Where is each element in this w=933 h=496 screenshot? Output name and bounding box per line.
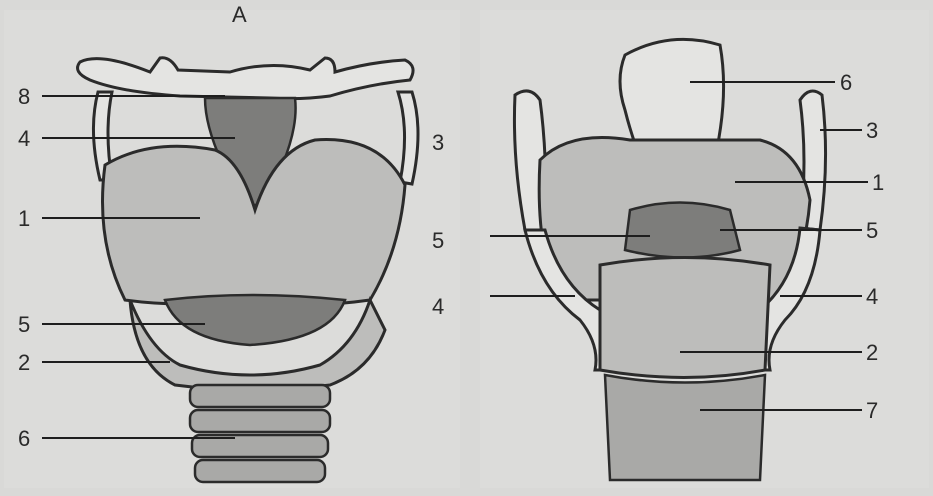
label-5: 5 (18, 312, 30, 337)
label-6: 6 (840, 70, 852, 95)
tracheal-ring (190, 410, 330, 432)
cricoid-cartilage (600, 258, 770, 378)
label-7: 7 (866, 398, 878, 423)
label-8: 8 (18, 84, 30, 109)
tracheal-ring (190, 385, 330, 407)
label-5: 5 (866, 218, 878, 243)
label-2: 2 (18, 350, 30, 375)
label-1: 1 (872, 170, 884, 195)
tracheal-ring (195, 460, 325, 482)
top-mark: A (232, 2, 247, 27)
label-3: 3 (432, 130, 444, 155)
label-4: 4 (18, 126, 30, 151)
label-6: 6 (18, 426, 30, 451)
label-3: 3 (866, 118, 878, 143)
label-1: 1 (18, 206, 30, 231)
label-4-right: 4 (432, 294, 444, 319)
label-4: 4 (866, 284, 878, 309)
trachea (605, 375, 765, 480)
label-5-right: 5 (432, 228, 444, 253)
label-2: 2 (866, 340, 878, 365)
